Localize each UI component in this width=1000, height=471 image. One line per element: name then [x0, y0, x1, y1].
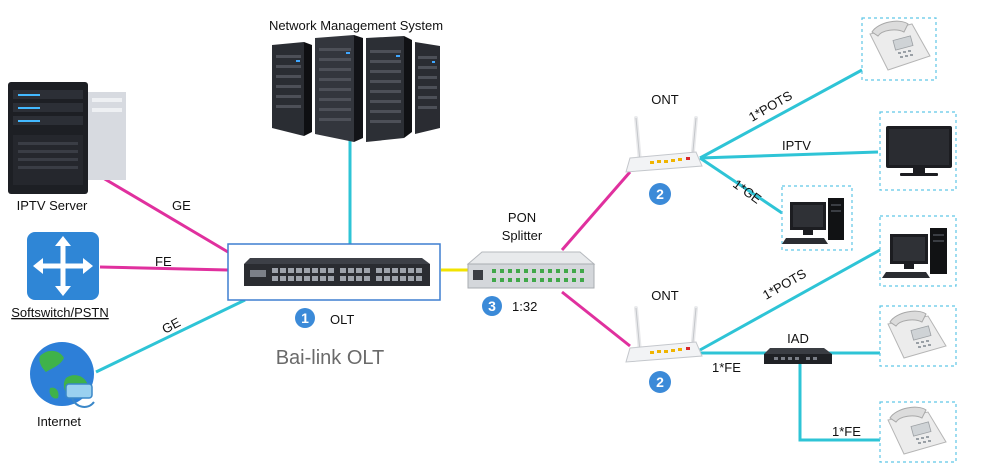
client-pc-top [781, 185, 853, 251]
nms-servers: Network Management System [269, 18, 443, 142]
olt-badge-number: 1 [301, 310, 309, 326]
link-softswitch-olt [99, 265, 229, 272]
globe-icon [30, 342, 95, 408]
ont-top-badge: 2 [649, 183, 671, 205]
dashed-frame [879, 215, 957, 287]
iad-device-icon [764, 348, 832, 364]
telephone-icon [887, 310, 947, 359]
link-ont1-iptv [699, 150, 879, 160]
ont-top-label: ONT [651, 92, 679, 107]
ont1-iptv-label: IPTV [782, 138, 811, 153]
iad: IAD [764, 331, 832, 364]
dashed-frame [879, 111, 957, 191]
olt-badge: 1 [295, 308, 315, 328]
dashed-frame [879, 401, 957, 463]
split-ratio-label: 1:32 [512, 299, 537, 314]
ont-bottom-badge-number: 2 [656, 374, 664, 390]
client-phone-top [861, 17, 937, 81]
softswitch-label: Softswitch/PSTN [11, 305, 109, 320]
link-splitter-ont-top [560, 171, 632, 251]
link-ont1-pots [699, 68, 863, 160]
link-iad-phone-bottom [798, 360, 880, 442]
softswitch-fe-label: FE [155, 254, 172, 269]
splitter-label-line2: Splitter [502, 228, 543, 243]
olt: 1 OLT Bai-link OLT [227, 243, 441, 369]
client-pc-bottom [879, 215, 957, 287]
ont2-pots-label: 1*POTS [760, 266, 809, 303]
olt-switch-icon [244, 258, 430, 286]
connections [95, 68, 881, 442]
link-iptv-olt [97, 173, 229, 254]
ont-top-badge-number: 2 [656, 186, 664, 202]
desktop-pc-icon [882, 228, 947, 278]
dashed-frame [781, 185, 853, 251]
ont1-ge-label: 1*GE [730, 176, 764, 207]
olt-label: OLT [330, 312, 354, 327]
ont-router-icon [625, 116, 703, 173]
telephone-icon [887, 406, 947, 455]
telephone-icon [869, 20, 931, 71]
internet-ge-label: GE [159, 314, 183, 336]
dashed-frame [879, 305, 957, 367]
splitter-badge-number: 3 [488, 298, 496, 314]
client-phone-middle [879, 305, 957, 367]
ont-bottom: ONT 2 [625, 288, 703, 393]
iad-fe-label: 1*FE [832, 424, 861, 439]
tv-icon [886, 126, 952, 176]
server-rack-icon [272, 35, 440, 142]
link-splitter-ont-bottom [561, 290, 631, 348]
olt-brand-label: Bai-link OLT [276, 347, 385, 369]
router-icon [27, 232, 99, 300]
dashed-frame [861, 17, 937, 81]
iptv-server: IPTV Server [8, 82, 126, 213]
splitter-label-line1: PON [508, 210, 536, 225]
server-tower-icon [8, 82, 126, 194]
client-phone-bottom [879, 401, 957, 463]
link-ont1-ge [699, 156, 783, 215]
link-ont2-pots [699, 248, 881, 352]
link-internet-olt [95, 298, 246, 374]
desktop-pc-icon [782, 198, 844, 244]
iptv-ge-label: GE [172, 198, 191, 213]
ont-top: ONT 2 [625, 92, 703, 205]
client-tv [879, 111, 957, 191]
iptv-server-label: IPTV Server [17, 198, 88, 213]
ont-bottom-badge: 2 [649, 371, 671, 393]
internet-label: Internet [37, 414, 81, 429]
ont-router-icon [625, 306, 703, 363]
internet: Internet [30, 342, 95, 429]
nms-label: Network Management System [269, 18, 443, 33]
pon-splitter: PON Splitter 3 1 [466, 210, 596, 316]
ont-bottom-label: ONT [651, 288, 679, 303]
ont2-fe-label: 1*FE [712, 360, 741, 375]
splitter-badge: 3 [482, 296, 502, 316]
splitter-box-icon [466, 251, 596, 289]
iad-label: IAD [787, 331, 809, 346]
softswitch: Softswitch/PSTN [11, 232, 109, 320]
